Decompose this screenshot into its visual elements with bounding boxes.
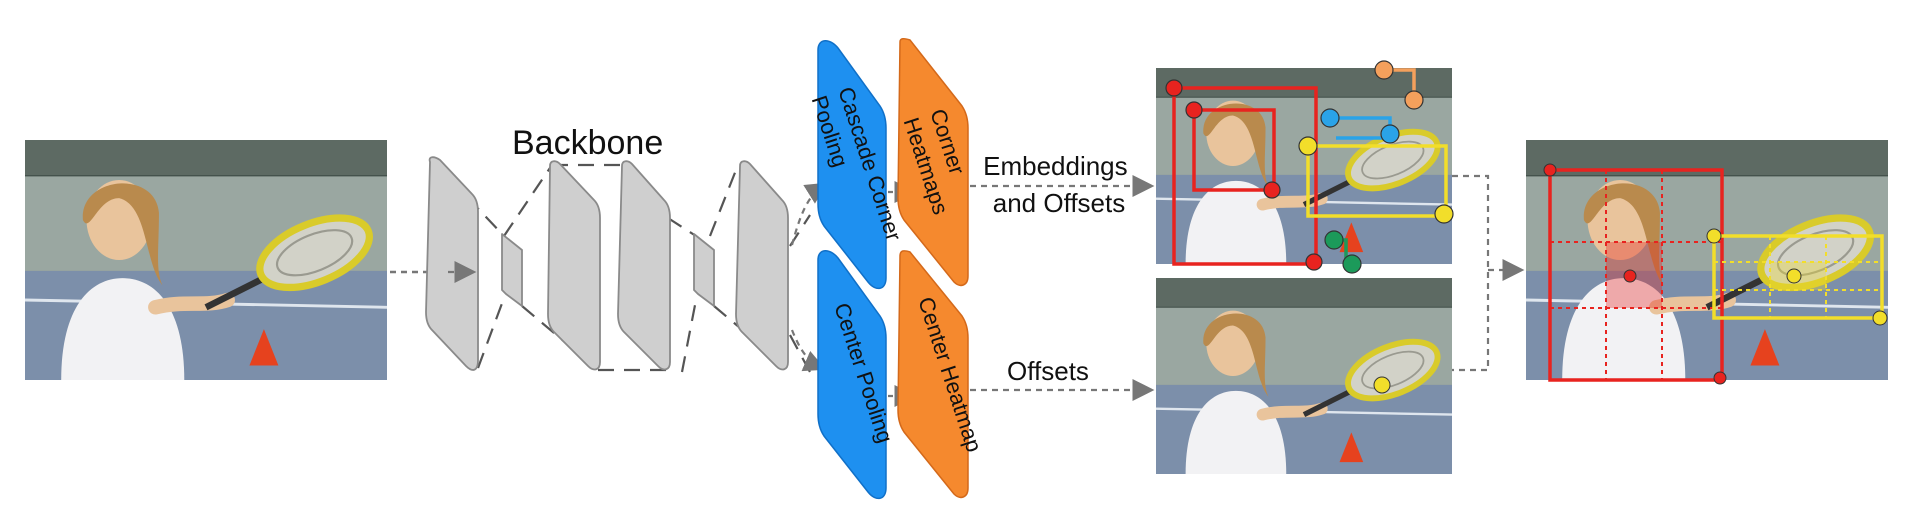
merge-arrows bbox=[1452, 174, 1525, 372]
output-detections-image bbox=[1526, 140, 1888, 385]
corner-result-image bbox=[1156, 60, 1454, 274]
backbone-label: Backbone bbox=[512, 124, 663, 162]
embeddings-offsets-label: Embeddings and Offsets bbox=[983, 151, 1135, 218]
center-result-image bbox=[1156, 278, 1452, 474]
and-offsets-label: and Offsets bbox=[993, 188, 1126, 218]
embeddings-label: Embeddings bbox=[983, 151, 1128, 181]
offsets-label: Offsets bbox=[1007, 356, 1089, 386]
center-pooling-module: Center Pooling bbox=[817, 250, 898, 500]
center-heatmap-module: Center Heatmap bbox=[897, 250, 987, 499]
backbone-network: Backbone bbox=[425, 124, 811, 373]
input-image bbox=[25, 140, 387, 380]
corner-heatmaps-module: Corner Heatmaps bbox=[897, 37, 970, 287]
